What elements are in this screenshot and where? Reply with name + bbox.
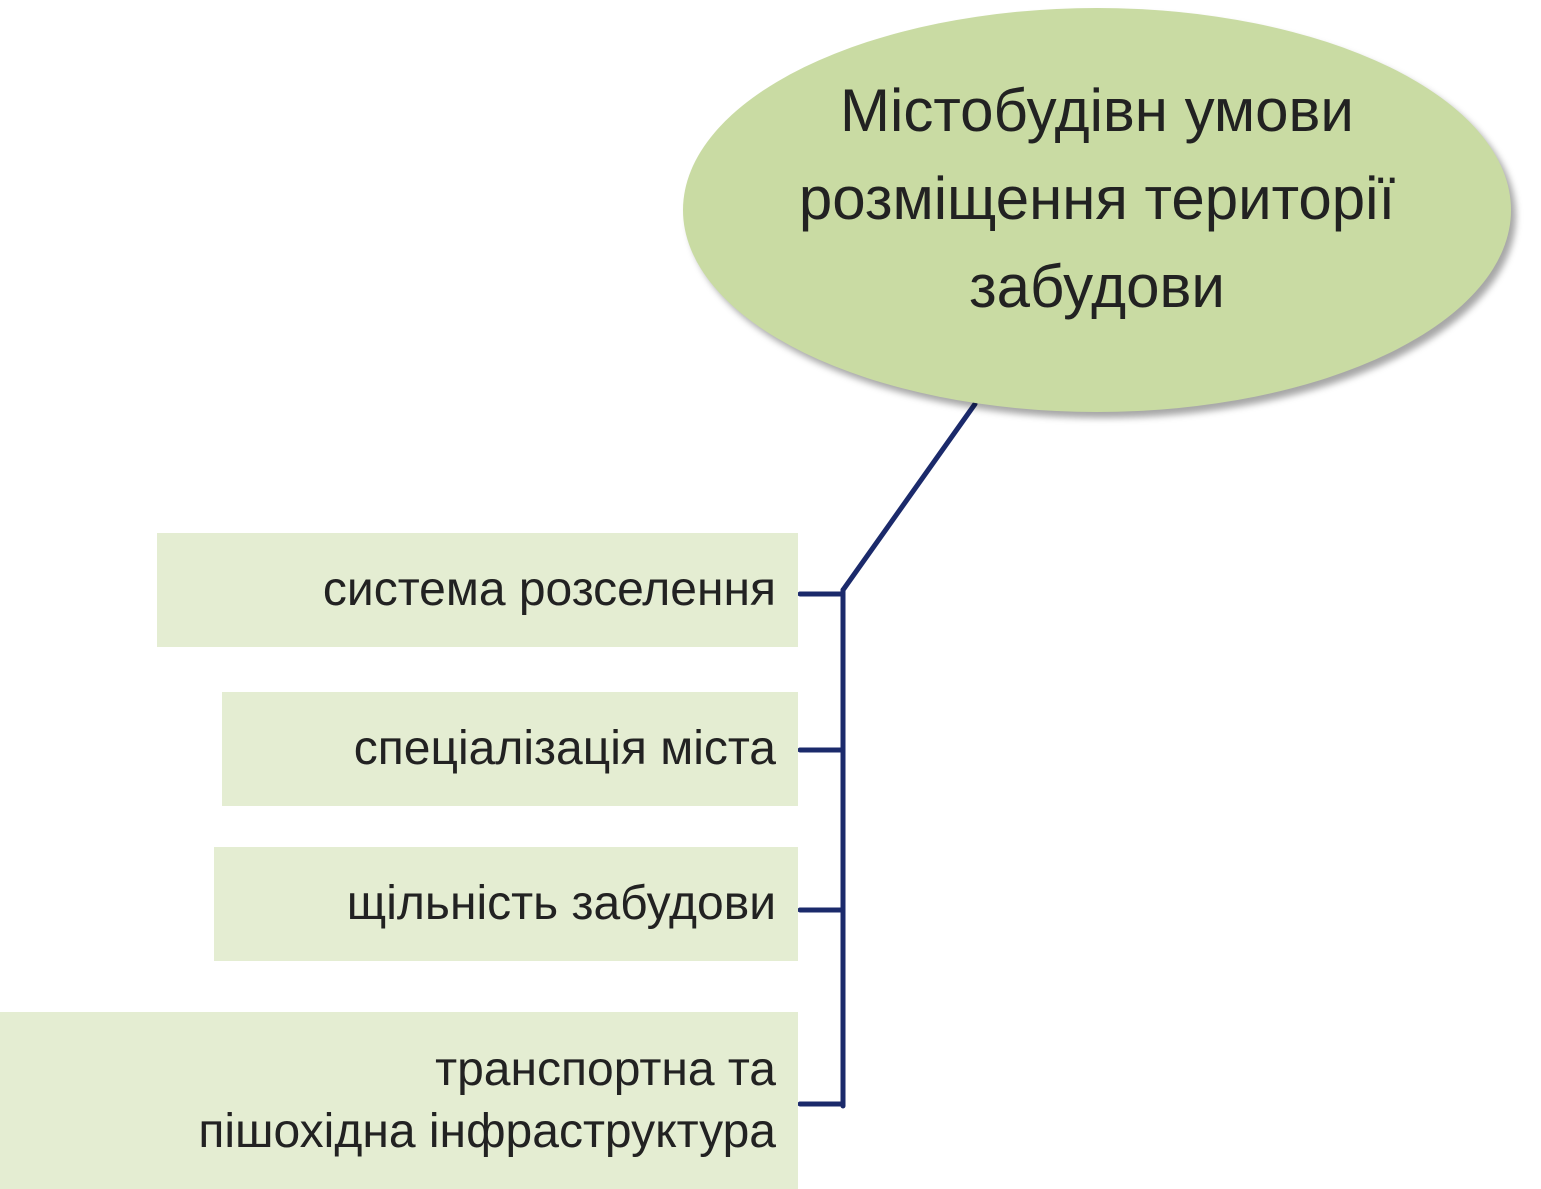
child-label-line: спеціалізація міста [353,722,776,775]
root-label-line: Містобудівн умови [840,77,1354,144]
child-node-label: система розселення [323,559,776,621]
child-label-line: щільність забудови [346,877,776,930]
child-node-label: транспортна та пішохідна інфраструктура [198,1039,776,1163]
child-node-label: щільність забудови [347,873,776,935]
child-label-line: транспортна та [435,1042,776,1096]
root-node-label: Містобудівн умови розміщення території з… [737,67,1457,331]
child-node-settlement-system: система розселення [157,533,798,647]
root-connector [840,401,978,593]
root-label-line: забудови [969,253,1225,320]
child-label-line: система розселення [322,563,776,616]
child-node-building-density: щільність забудови [214,847,798,961]
root-node: Містобудівн умови розміщення території з… [683,8,1511,412]
root-label-line: розміщення території [798,165,1396,232]
child-node-transport-infrastructure: транспортна та пішохідна інфраструктура [0,1012,798,1189]
child-label-line: пішохідна інфраструктура [198,1104,776,1158]
child-node-label: спеціалізація міста [354,718,776,780]
child-node-city-specialization: спеціалізація міста [222,692,798,806]
